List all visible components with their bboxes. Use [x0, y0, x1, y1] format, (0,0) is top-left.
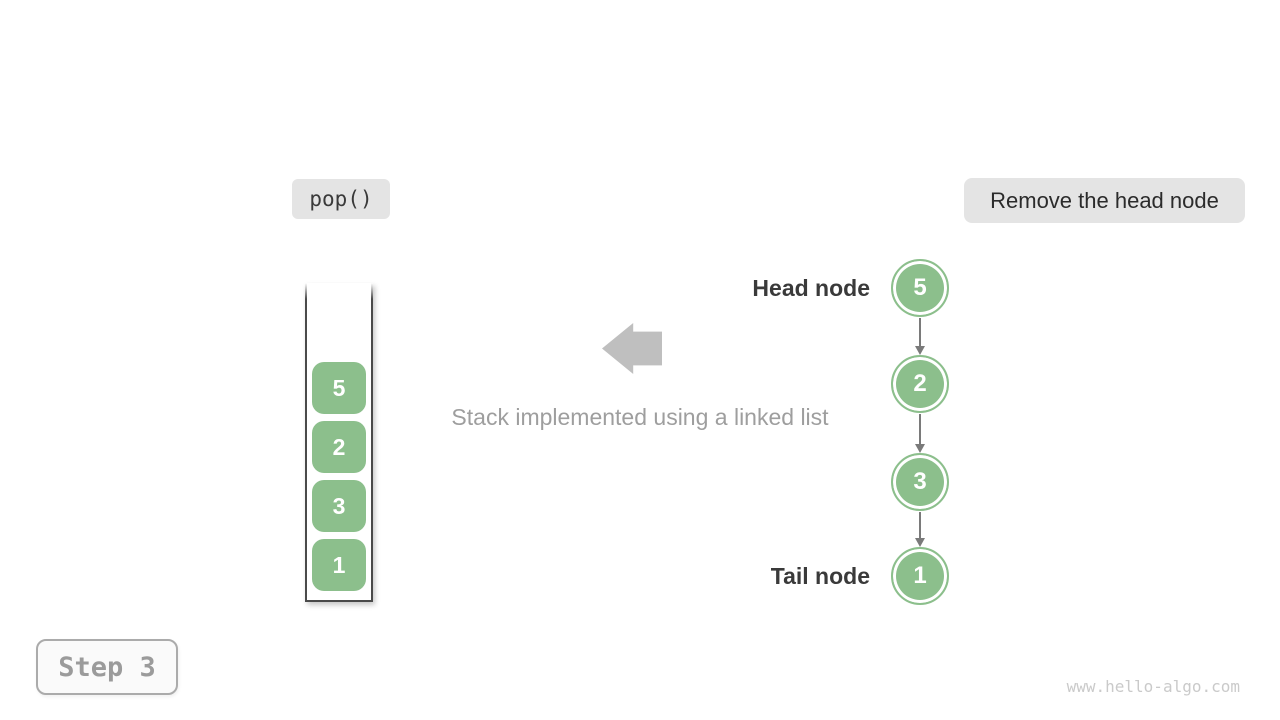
arrow-head	[915, 538, 925, 547]
arrow-head	[915, 346, 925, 355]
arrow-shaft	[919, 512, 921, 539]
big-left-arrow-icon	[602, 323, 662, 374]
arrow-down-icon	[914, 512, 926, 547]
arrow-shaft	[919, 318, 921, 347]
pop-operation-label: pop()	[292, 179, 390, 219]
caption-text: Stack implemented using a linked list	[451, 404, 829, 430]
linked-list-node: 5	[891, 259, 949, 317]
stack-wall-bottom	[305, 600, 373, 602]
arrow-down-icon	[914, 318, 926, 355]
linked-list-node: 3	[891, 453, 949, 511]
stack-container: 5 2 3 1	[305, 283, 373, 602]
arrow-shaft	[919, 414, 921, 445]
arrow-down-icon	[914, 414, 926, 453]
stack-wall-left	[305, 283, 307, 602]
stack-item: 1	[312, 539, 366, 591]
watermark-text: www.hello-algo.com	[1066, 677, 1240, 696]
remove-head-callout: Remove the head node	[964, 178, 1245, 223]
stack-item: 5	[312, 362, 366, 414]
tail-node-label: Tail node	[770, 563, 870, 589]
stack-item: 2	[312, 421, 366, 473]
step-badge: Step 3	[36, 639, 178, 695]
arrow-head	[915, 444, 925, 453]
stack-item: 3	[312, 480, 366, 532]
stack-wall-right	[371, 283, 373, 602]
head-node-label: Head node	[752, 275, 870, 301]
linked-list-node: 2	[891, 355, 949, 413]
linked-list-node: 1	[891, 547, 949, 605]
